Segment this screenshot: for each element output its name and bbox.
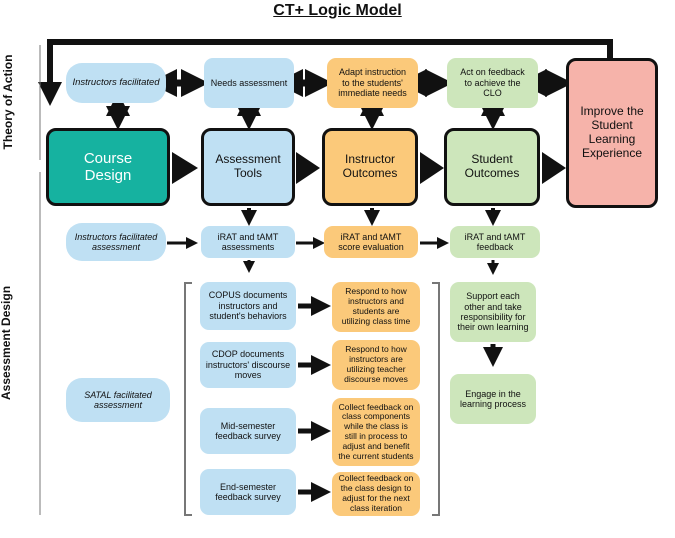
arrow-main-3 <box>420 152 444 184</box>
course-design-node: Course Design <box>46 128 170 206</box>
irat-feedback-node: iRAT and tAMT feedback <box>450 226 540 258</box>
response-mid-node: Collect feedback on class components whi… <box>332 398 420 466</box>
arrow-main-1 <box>172 152 198 184</box>
instructors-facilitated-node: Instructors facilitated <box>66 63 166 103</box>
tool-cdop-node: CDOP documents instructors' discourse mo… <box>200 342 296 388</box>
side-label-theory: Theory of Action <box>1 54 16 150</box>
tool-mid-survey-node: Mid-semester feedback survey <box>200 408 296 454</box>
tool-copus-node: COPUS documents instructors and student'… <box>200 282 296 330</box>
satal-node: SATAL facilitated assessment <box>66 378 170 422</box>
arrow-main-2 <box>296 152 320 184</box>
response-cdop-node: Respond to how instructors are utilizing… <box>332 340 420 390</box>
response-copus-node: Respond to how instructors and students … <box>332 282 420 332</box>
improve-experience-node: Improve the Student Learning Experience <box>566 58 658 208</box>
right-bracket <box>432 282 440 516</box>
irat-score-node: iRAT and tAMT score evaluation <box>324 226 418 258</box>
feedback-loop-arrow <box>38 39 613 106</box>
student-outcomes-node: Student Outcomes <box>444 128 540 206</box>
instructors-facilitated-assessment-node: Instructors facilitated assessment <box>66 223 166 261</box>
engage-learning-node: Engage in the learning process <box>450 374 536 424</box>
adapt-instruction-node: Adapt instruction to the students' immed… <box>327 58 418 108</box>
assessment-tools-node: Assessment Tools <box>201 128 295 206</box>
tool-end-survey-node: End-semester feedback survey <box>200 469 296 515</box>
needs-assessment-node: Needs assessment <box>204 58 294 108</box>
support-each-other-node: Support each other and take responsibili… <box>450 282 536 342</box>
left-bracket <box>184 282 192 516</box>
response-end-node: Collect feedback on the class design to … <box>332 472 420 516</box>
page-title: CT+ Logic Model <box>273 1 402 19</box>
act-on-feedback-node: Act on feedback to achieve the CLO <box>447 58 538 108</box>
instructor-outcomes-node: Instructor Outcomes <box>322 128 418 206</box>
arrow-main-4 <box>542 152 566 184</box>
side-label-assessment: Assessment Design <box>0 285 14 401</box>
irat-assessments-node: iRAT and tAMT assessments <box>201 226 295 258</box>
